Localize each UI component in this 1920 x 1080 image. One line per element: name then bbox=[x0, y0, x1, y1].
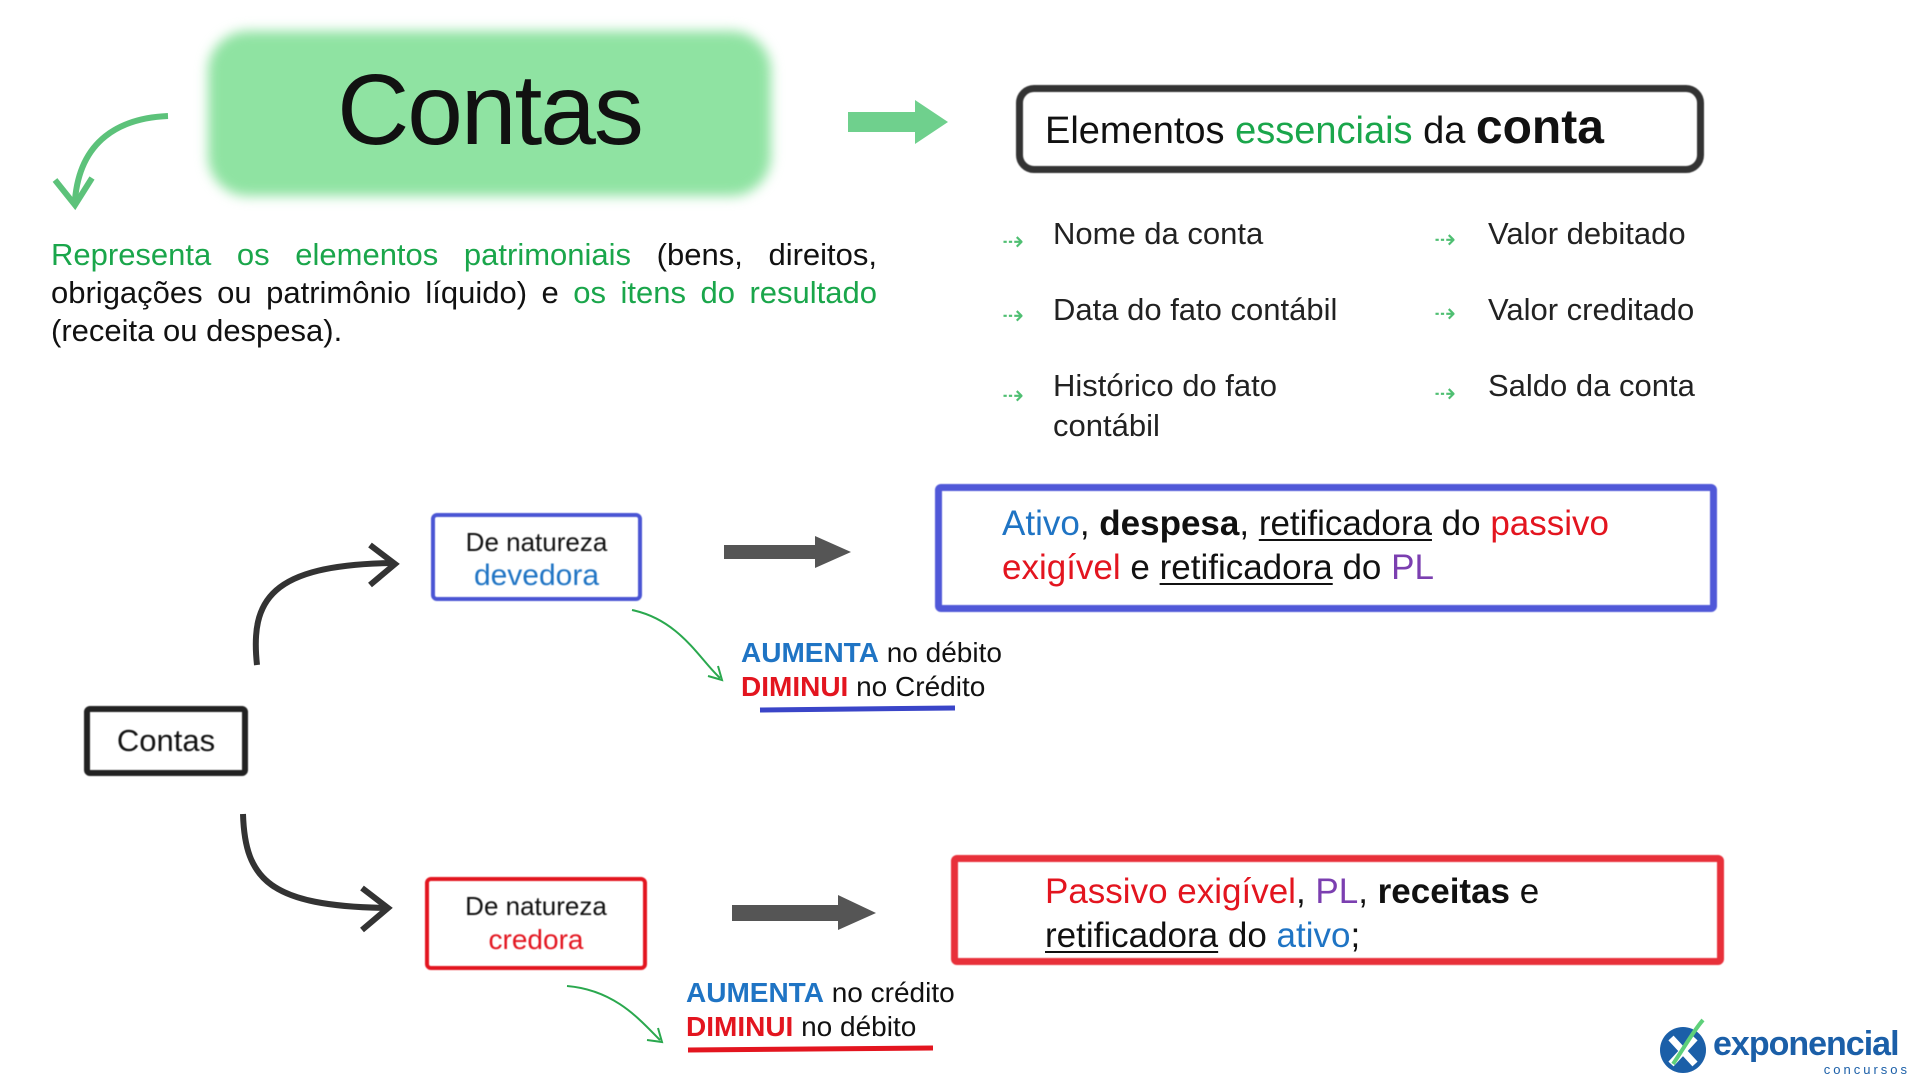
logo-x-icon bbox=[1660, 1018, 1706, 1073]
logo-name: exponencial bbox=[1713, 1025, 1900, 1063]
green-arrow-right bbox=[848, 100, 948, 144]
arrow-bullet-icon: ⇢ bbox=[1434, 378, 1456, 408]
green-arrow-credora-rules bbox=[566, 985, 661, 1041]
element-item: Data do fato contábil bbox=[1053, 292, 1338, 327]
credora-box: De natureza credora bbox=[425, 877, 647, 970]
credora-desc-box bbox=[951, 855, 1724, 965]
curve-to-credora-head bbox=[360, 885, 393, 933]
arrow-bullet-icon: ⇢ bbox=[1002, 300, 1024, 330]
rule-keyword: AUMENTA bbox=[741, 637, 879, 668]
header-text-highlight: essenciais bbox=[1235, 110, 1413, 152]
desc-sep: , bbox=[1295, 872, 1316, 911]
elements-header-box bbox=[1016, 85, 1704, 173]
red-underline bbox=[687, 1045, 934, 1053]
header-text: Elementos bbox=[1045, 110, 1236, 152]
devedora-box: De natureza devedora bbox=[431, 513, 642, 601]
desc-retificadora: retificadora bbox=[1159, 548, 1333, 587]
devedora-label: devedora bbox=[473, 559, 600, 592]
arrow-credora-to-desc bbox=[732, 895, 876, 930]
element-item: Saldo da conta bbox=[1488, 368, 1695, 403]
credora-label-top: De natureza bbox=[465, 891, 607, 921]
desc-pl: PL bbox=[1315, 872, 1359, 911]
desc-sep: ; bbox=[1350, 916, 1361, 955]
definition-body: (receita ou despesa). bbox=[51, 313, 343, 348]
definition-highlight: Representa os elementos patrimoniais bbox=[51, 237, 632, 272]
arrow-bullet-icon: ⇢ bbox=[1434, 224, 1456, 254]
title-highlight bbox=[208, 31, 771, 196]
curve-to-devedora bbox=[252, 560, 393, 666]
devedora-label-top: De natureza bbox=[465, 527, 608, 557]
definition-body: (bens, direitos, obrigações ou patrimôni… bbox=[51, 237, 878, 310]
element-item: Histórico do fato contábil bbox=[1053, 368, 1277, 443]
desc-sep: , bbox=[1239, 504, 1259, 543]
blue-underline bbox=[759, 705, 956, 713]
desc-pl: PL bbox=[1391, 548, 1434, 587]
rule-keyword: DIMINUI bbox=[741, 671, 849, 702]
green-arrow-devedora-rules bbox=[631, 609, 721, 679]
desc-sep: do bbox=[1332, 548, 1392, 587]
desc-sep: do bbox=[1218, 916, 1277, 955]
rule-text: no crédito bbox=[823, 977, 955, 1008]
devedora-desc-box bbox=[935, 484, 1717, 612]
arrow-devedora-to-desc bbox=[724, 536, 851, 568]
rule-keyword: AUMENTA bbox=[686, 977, 824, 1008]
desc-receitas: receitas bbox=[1377, 872, 1510, 911]
elements-header: Elementos essenciais da conta bbox=[1045, 92, 1685, 167]
curved-arrow-down-left-head bbox=[52, 176, 95, 211]
arrow-bullet-icon: ⇢ bbox=[1002, 226, 1024, 256]
green-arrow-credora-rules-head bbox=[646, 1027, 664, 1044]
definition-text: Representa os elementos patrimoniais (be… bbox=[51, 236, 877, 350]
devedora-desc: Ativo, despesa, retificadora do passivo … bbox=[1002, 502, 1642, 590]
devedora-rule-1: AUMENTA no débito bbox=[741, 636, 1002, 670]
desc-despesa: despesa bbox=[1099, 504, 1240, 543]
logo-sub: concursos bbox=[1823, 1062, 1910, 1077]
desc-retificadora: retificadora bbox=[1045, 916, 1219, 955]
desc-sep: , bbox=[1079, 504, 1100, 543]
credora-desc: Passivo exigível, PL, receitas e retific… bbox=[1045, 870, 1605, 958]
rule-text: no Crédito bbox=[848, 671, 986, 702]
rule-text: no débito bbox=[878, 637, 1002, 668]
root-contas-box: Contas bbox=[84, 706, 248, 776]
desc-sep: e bbox=[1510, 872, 1540, 911]
desc-sep: e bbox=[1120, 548, 1160, 587]
element-item: Valor debitado bbox=[1488, 216, 1686, 251]
page-title: Contas bbox=[337, 54, 644, 166]
definition-highlight: os itens do resultado bbox=[573, 275, 877, 310]
curve-to-devedora-head bbox=[368, 542, 400, 588]
desc-sep: do bbox=[1431, 504, 1491, 543]
arrow-bullet-icon: ⇢ bbox=[1002, 380, 1024, 410]
credora-rule-1: AUMENTA no crédito bbox=[686, 976, 955, 1010]
arrow-bullet-icon: ⇢ bbox=[1434, 298, 1456, 328]
rule-keyword: DIMINUI bbox=[686, 1011, 794, 1042]
green-arrow-devedora-rules-head bbox=[707, 665, 724, 682]
header-text: da bbox=[1412, 110, 1476, 152]
header-text-bold: conta bbox=[1475, 101, 1604, 154]
desc-ativo: Ativo bbox=[1002, 504, 1080, 543]
credora-label: credora bbox=[488, 924, 584, 955]
desc-passivo: Passivo exigível bbox=[1045, 872, 1296, 911]
desc-ativo: ativo bbox=[1276, 916, 1351, 955]
desc-sep: , bbox=[1358, 872, 1378, 911]
element-item: Valor creditado bbox=[1488, 292, 1695, 327]
credora-rule-2: DIMINUI no débito bbox=[686, 1010, 916, 1044]
element-item: Nome da conta bbox=[1053, 216, 1264, 251]
desc-retificadora: retificadora bbox=[1258, 504, 1432, 543]
devedora-rule-2: DIMINUI no Crédito bbox=[741, 670, 985, 704]
desc-passivo: passivo exigível bbox=[1002, 504, 1610, 587]
rule-text: no débito bbox=[793, 1011, 917, 1042]
exponencial-logo: exponencial concursos bbox=[1659, 1018, 1914, 1078]
curved-arrow-down-left bbox=[72, 113, 169, 201]
curve-to-credora bbox=[240, 813, 387, 911]
